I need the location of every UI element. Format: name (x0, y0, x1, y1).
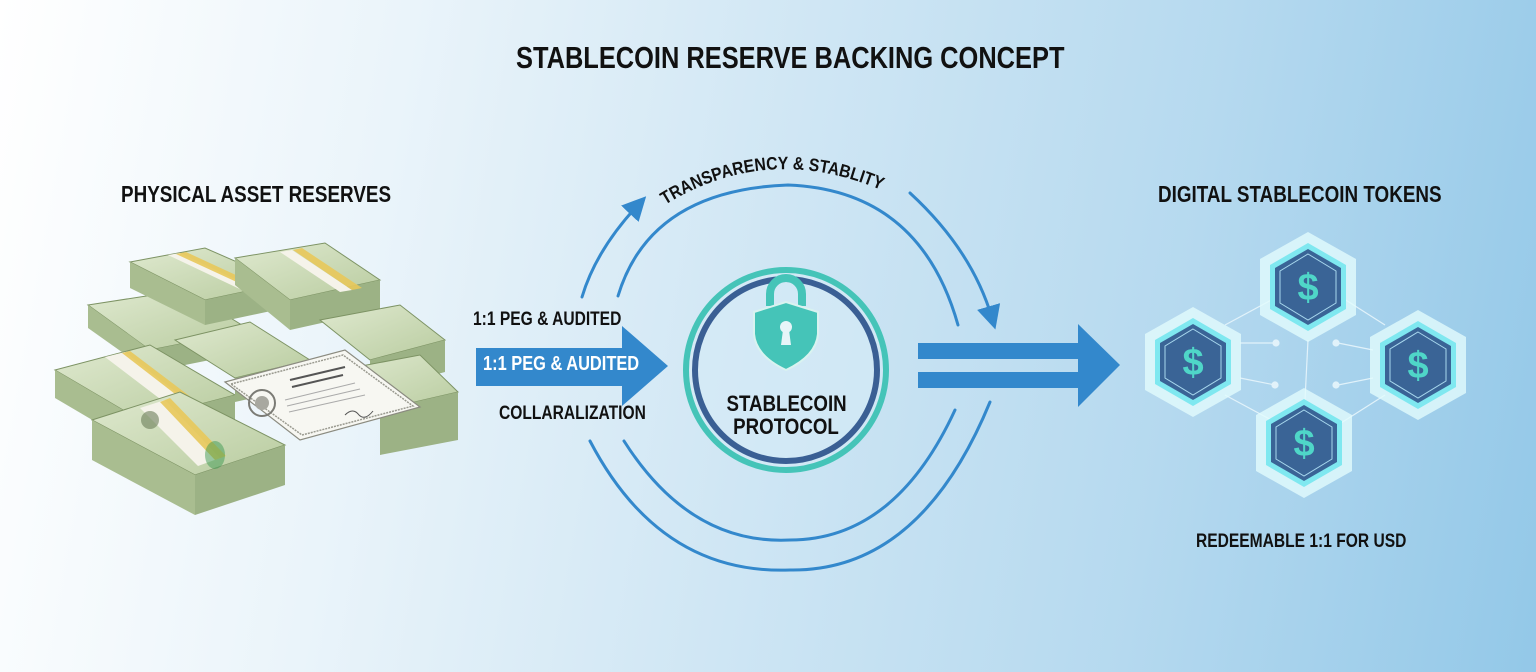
protocol-label-line2: PROTOCOL (733, 414, 839, 439)
protocol-label: STABLECOIN PROTOCOL (726, 391, 847, 439)
bottom-outer-arc (588, 400, 992, 572)
dollar-icon: $ (1293, 423, 1314, 465)
protocol-label-line1: STABLECOIN (726, 391, 847, 416)
bottom-inner-arc (622, 408, 957, 542)
cash-stack-icon (233, 242, 382, 330)
cash-reserves-illustration (53, 242, 460, 515)
cycle-arcs (580, 183, 1001, 572)
arc-arrow-down-icon (908, 191, 1001, 330)
peg-arrow-label: 1:1 PEG & AUDITED (483, 353, 640, 375)
dollar-icon: $ (1182, 342, 1203, 384)
token-right: $ (1370, 310, 1466, 420)
peg-input-arrow (476, 326, 668, 406)
token-top: $ (1260, 232, 1356, 342)
output-arrow (918, 324, 1120, 407)
protocol-badge (683, 267, 889, 473)
lock-shield-icon (753, 274, 819, 372)
token-left: $ (1145, 307, 1241, 417)
digital-tokens-heading: DIGITAL STABLECOIN TOKENS (1158, 181, 1442, 207)
arc-arrow-up-icon (580, 196, 647, 299)
dollar-icon: $ (1297, 267, 1318, 309)
reserve-certificate-icon (223, 349, 422, 441)
page-title: STABLECOIN RESERVE BACKING CONCEPT (516, 40, 1065, 75)
dollar-icon: $ (1407, 345, 1428, 387)
redeemable-caption: REDEEMABLE 1:1 FOR USD (1196, 531, 1407, 552)
collateralization-label: COLLARALIZATION (499, 403, 646, 424)
physical-reserves-heading: PHYSICAL ASSET RESERVES (121, 181, 392, 207)
token-bottom: $ (1256, 388, 1352, 498)
peg-label: 1:1 PEG & AUDITED (473, 309, 622, 330)
cash-stack-icon (90, 391, 287, 515)
top-arc (616, 183, 960, 327)
